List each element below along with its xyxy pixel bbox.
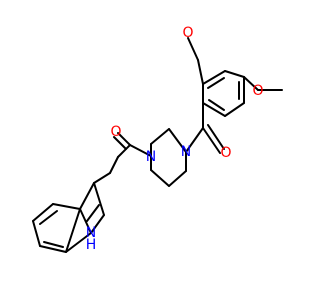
bond-top-methoxy-o: [197, 59, 204, 85]
atom-indole-h: H: [86, 237, 97, 253]
bond-carbonyl-oxygen-2: [207, 124, 225, 150]
piperazine-bond-1: [168, 128, 187, 153]
indole-benzo-bond-1: [52, 203, 81, 210]
indole-benzo-bond-4: [39, 245, 67, 253]
chain-bond-1: [109, 156, 119, 174]
atom-piperazine-left-n: N: [146, 149, 156, 165]
indole-benzo-bond-5: [65, 232, 92, 253]
bond-amide-oxygen-1: [117, 132, 131, 146]
ring-top-bond: [202, 70, 226, 85]
indole-bond-4: [93, 182, 105, 216]
bond-amide-chain: [117, 144, 131, 158]
indole-bond-3: [90, 214, 105, 234]
atom-top-o: O: [182, 25, 193, 41]
indole-benzo-bond-2: [32, 203, 54, 222]
piperazine-bond-4: [150, 169, 170, 187]
chain-bond-2: [93, 172, 111, 184]
indole-inner-bond-3: [86, 204, 100, 222]
atom-carbonyl-right-o: O: [220, 145, 231, 161]
ring-inner-bond-1: [207, 77, 225, 89]
bond-carbonyl-piperazine: [185, 127, 204, 153]
ring-top-right-bond: [224, 70, 245, 78]
ring-bottom-right-bond: [224, 102, 245, 117]
bond-right-methoxy-o: [243, 76, 259, 91]
indole-benzo-bond-3: [32, 220, 41, 247]
indole-bond-2: [79, 208, 92, 234]
atom-labels: O O O O N N N H: [86, 25, 264, 253]
molecule-structure: O O O O N N N H: [32, 25, 283, 253]
bond-carbonyl-oxygen-1: [202, 127, 221, 154]
indole-inner-bond-1: [39, 210, 58, 225]
atom-carbonyl-left-o: O: [110, 124, 121, 140]
ring-inner-bond-3: [208, 99, 225, 111]
molecule-canvas: O O O O N N N H: [32, 25, 283, 253]
atom-piperazine-right-n: N: [181, 144, 191, 160]
bond-piperazine-amide: [129, 144, 152, 157]
piperazine-bond-2: [150, 128, 170, 145]
indole-benzo-bond-6: [65, 208, 81, 253]
piperazine-bond-5: [168, 170, 187, 187]
atom-right-o: O: [252, 83, 263, 99]
bond-network: [32, 37, 283, 253]
ring-bottom-left-bond: [202, 102, 226, 117]
atom-indole-n: N: [86, 225, 96, 241]
indole-bond-1: [79, 182, 95, 210]
indole-inner-bond-2: [43, 241, 64, 248]
bond-amide-oxygen-2: [113, 136, 127, 150]
bond-top-methoxy-c: [187, 37, 199, 61]
